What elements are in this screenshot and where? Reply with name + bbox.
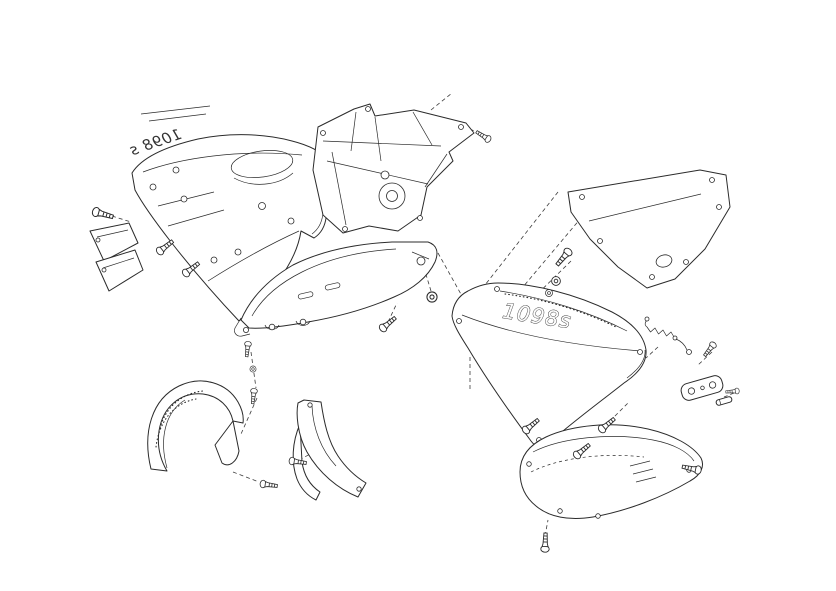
- screw-fastener: [474, 128, 493, 144]
- rear-heat-shield-panel: [567, 169, 731, 289]
- grommet: [426, 291, 438, 303]
- inner-dash-panel: [234, 241, 438, 337]
- right-fairing-panel: 1098s: [451, 282, 647, 448]
- screw-fastener: [154, 237, 176, 257]
- bolt-fastener: [553, 246, 575, 269]
- spacer: [249, 365, 257, 373]
- air-intake-duct: [292, 399, 367, 501]
- lower-fairing-belly-pan: [519, 424, 704, 520]
- mounting-bracket-plate: [680, 375, 733, 406]
- screw-fastener: [259, 479, 279, 491]
- spring-hook-assembly: [644, 316, 692, 355]
- bolt-fastener: [90, 206, 115, 222]
- bracket-pin: [715, 396, 733, 406]
- front-fender: [147, 380, 244, 472]
- fairing-stay-bracket: [312, 103, 475, 234]
- screw-fastener: [377, 313, 399, 334]
- left-deflector-panels: [89, 222, 144, 292]
- screw-fastener: [248, 387, 259, 405]
- screw-fastener: [701, 340, 718, 359]
- washer: [551, 276, 561, 286]
- washer: [545, 289, 553, 297]
- screw-fastener: [242, 340, 253, 358]
- screw-fastener: [540, 532, 551, 553]
